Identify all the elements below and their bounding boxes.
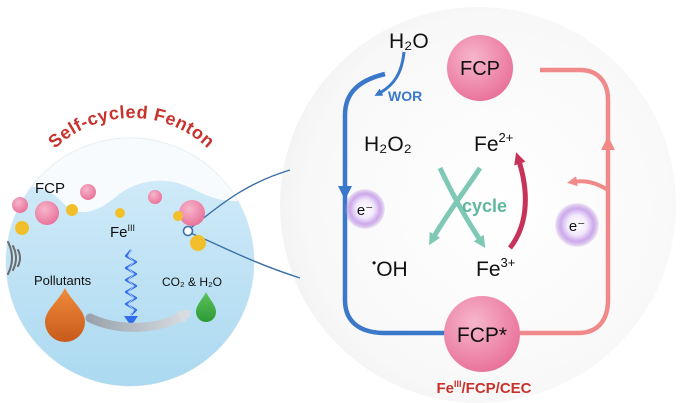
fcp-star-label: FCP*: [457, 324, 507, 347]
fe2-label: Fe2+: [474, 130, 513, 156]
fcp-particle: [148, 190, 162, 204]
reduction-arrow: [507, 152, 528, 250]
fe-iii-label: FeIII: [110, 223, 135, 241]
product-drop-icon: [196, 292, 216, 322]
electron-flow-blue-arrow: [342, 71, 445, 336]
wor-arrow: [374, 51, 406, 96]
water-label: H₂O: [389, 30, 429, 53]
oh-radical-label: •OH: [372, 256, 408, 281]
fcp-top-label: FCP: [460, 58, 500, 80]
pink-arrow-head: [601, 136, 615, 150]
bottom-caption: FeIII/FCP/CEC: [436, 379, 531, 397]
fe-particle: [15, 221, 29, 235]
fe3-label: Fe3+: [476, 255, 515, 281]
zoom-point: [182, 225, 194, 237]
cycle-arrow-to-fe3: [437, 166, 486, 248]
h2o2-label: H₂O₂: [364, 133, 412, 156]
fcp-label: FCP: [35, 180, 65, 197]
electron-glow-right: [555, 203, 599, 247]
blue-arrow-head: [338, 186, 352, 200]
fe-particle: [115, 208, 125, 218]
electron-left-label: e⁻: [357, 202, 373, 219]
cycle-panel-background: [280, 7, 676, 403]
electron-glow-left: [345, 189, 385, 229]
fcp-particle: [80, 184, 96, 200]
fe-particle: [66, 204, 78, 216]
waves-icon: [7, 241, 21, 275]
fe-particle: [173, 211, 183, 221]
fcp-particle: [35, 201, 59, 225]
light-beam-icon: [124, 249, 138, 326]
electron-right-label: e⁻: [569, 218, 585, 235]
degradation-arrow: [85, 309, 192, 332]
electron-branch-arrow: [567, 176, 610, 192]
electron-flow-pink-loop: [520, 67, 611, 336]
pollutant-drop-icon: [45, 288, 85, 342]
fe-particle: [190, 235, 206, 251]
pollutants-label: Pollutants: [34, 273, 92, 288]
fcp-particle: [179, 200, 205, 226]
products-label: CO₂ & H₂O: [162, 275, 222, 289]
fcp-sphere-bottom: [444, 296, 520, 372]
wor-label: WOR: [388, 88, 422, 104]
cycle-arrow-to-oh: [429, 166, 483, 246]
cycle-label: cycle: [462, 196, 507, 216]
fcp-sphere-top: [447, 35, 513, 101]
reactor-bowl: [5, 137, 255, 387]
fcp-particle: [12, 197, 28, 213]
